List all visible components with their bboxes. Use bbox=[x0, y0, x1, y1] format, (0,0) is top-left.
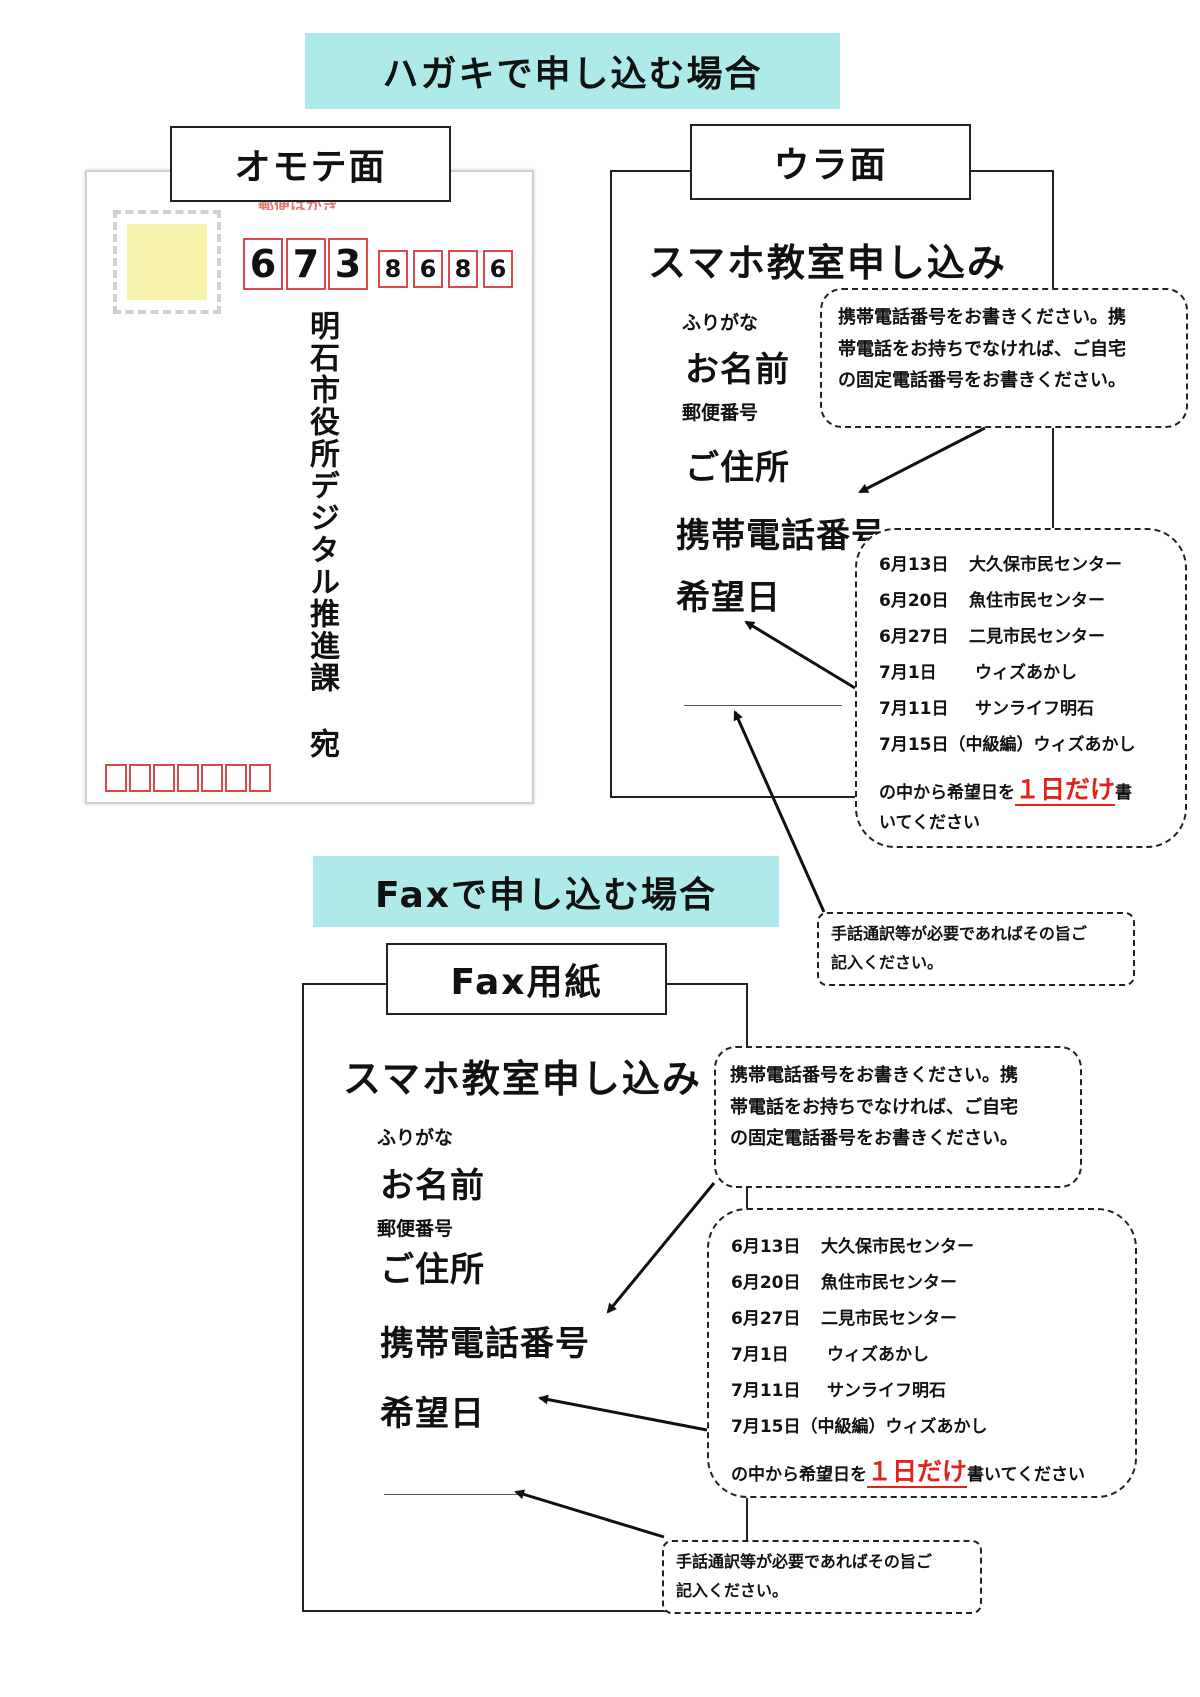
date-row: 7月11日サンライフ明石 bbox=[731, 1380, 946, 1401]
postcard-address: 明石市役所デジタル推進課 bbox=[304, 310, 339, 694]
dates-note-postcard: 6月13日大久保市民センター 6月20日魚住市民センター 6月27日二見市民セン… bbox=[855, 528, 1187, 848]
back-name-label: お名前 bbox=[685, 350, 790, 390]
back-address-label: ご住所 bbox=[685, 448, 790, 488]
sign-note-postcard: 手話通訳等が必要であればその旨ご 記入ください。 bbox=[817, 912, 1135, 986]
date-row: 6月20日魚住市民センター bbox=[731, 1272, 957, 1293]
fax-phone-label: 携帯電話番号 bbox=[380, 1324, 590, 1364]
phone-note-line: 携帯電話番号をお書きください。携 bbox=[838, 307, 1126, 328]
phone-note-line: 帯電話をお持ちでなければ、ご自宅 bbox=[730, 1096, 1018, 1118]
one-day-emphasis: １日だけ bbox=[867, 1457, 968, 1488]
one-day-emphasis: １日だけ bbox=[1015, 775, 1116, 806]
back-sign-line bbox=[684, 705, 842, 706]
zip-digit: 7 bbox=[286, 238, 326, 290]
date-row: 6月27日二見市民センター bbox=[731, 1308, 957, 1329]
arrow-icon bbox=[514, 1489, 665, 1539]
dates-instruction: の中から希望日を１日だけ書 bbox=[879, 775, 1133, 806]
dates-note-fax: 6月13日大久保市民センター 6月20日魚住市民センター 6月27日二見市民セン… bbox=[707, 1208, 1137, 1498]
fax-furigana: ふりがな bbox=[377, 1127, 454, 1149]
arrow-icon bbox=[606, 1182, 716, 1314]
phone-note-postcard: 携帯電話番号をお書きください。携 帯電話をお持ちでなければ、ご自宅 の固定電話番… bbox=[820, 288, 1188, 428]
fax-name-label: お名前 bbox=[380, 1166, 485, 1206]
fax-tab: Fax用紙 bbox=[386, 943, 667, 1015]
stamp-icon bbox=[113, 210, 221, 314]
dates-instruction: の中から希望日を１日だけ書いてください bbox=[731, 1457, 1085, 1488]
phone-note-line: 携帯電話番号をお書きください。携 bbox=[730, 1065, 1018, 1086]
fax-postal-label: 郵便番号 bbox=[377, 1218, 454, 1240]
arrow-icon bbox=[538, 1394, 708, 1432]
phone-note-line: の固定電話番号をお書きください。 bbox=[730, 1128, 1018, 1149]
zip-digit: 6 bbox=[243, 238, 283, 290]
phone-note-line: の固定電話番号をお書きください。 bbox=[838, 370, 1126, 391]
back-form-title: スマホ教室申し込み bbox=[648, 241, 1007, 285]
zip-digit: 3 bbox=[328, 238, 368, 290]
date-row: 6月13日大久保市民センター bbox=[879, 554, 1122, 575]
front-tab: オモテ面 bbox=[170, 126, 451, 202]
zip-digit: 8 bbox=[448, 250, 478, 288]
phone-note-line: 帯電話をお持ちでなければ、ご自宅 bbox=[838, 338, 1126, 360]
dates-instruction-cont: いてください bbox=[879, 813, 980, 833]
back-phone-label: 携帯電話番号 bbox=[676, 516, 886, 556]
date-row: 7月1日ウィズあかし bbox=[879, 662, 1077, 683]
fax-sheet bbox=[302, 983, 748, 1612]
zip-digit: 6 bbox=[413, 250, 443, 288]
fax-sign-line bbox=[384, 1494, 522, 1495]
back-postal-label: 郵便番号 bbox=[682, 402, 759, 424]
date-row: 7月15日（中級編）ウィズあかし bbox=[731, 1416, 988, 1437]
sign-note-fax: 手話通訳等が必要であればその旨ご 記入ください。 bbox=[662, 1540, 982, 1614]
back-furigana: ふりがな bbox=[682, 312, 759, 334]
fax-address-label: ご住所 bbox=[380, 1250, 485, 1290]
phone-note-fax: 携帯電話番号をお書きください。携 帯電話をお持ちでなければ、ご自宅 の固定電話番… bbox=[714, 1046, 1082, 1188]
arrow-icon bbox=[744, 620, 856, 690]
fax-date-label: 希望日 bbox=[380, 1394, 485, 1434]
sender-zip-boxes bbox=[105, 764, 271, 792]
arrow-icon bbox=[733, 710, 826, 913]
date-row: 7月15日（中級編）ウィズあかし bbox=[879, 734, 1136, 755]
arrow-icon bbox=[858, 426, 986, 494]
date-row: 6月20日魚住市民センター bbox=[879, 590, 1105, 611]
date-row: 7月1日ウィズあかし bbox=[731, 1344, 929, 1365]
zip-digit: 6 bbox=[483, 250, 513, 288]
zip-digit: 8 bbox=[378, 250, 408, 288]
back-tab: ウラ面 bbox=[690, 124, 971, 200]
postcard-suffix: 宛 bbox=[304, 728, 339, 760]
fax-banner: Faxで申し込む場合 bbox=[313, 856, 779, 927]
postcard-banner: ハガキで申し込む場合 bbox=[305, 33, 840, 109]
fax-form-title: スマホ教室申し込み bbox=[343, 1057, 702, 1101]
date-row: 6月13日大久保市民センター bbox=[731, 1236, 974, 1257]
date-row: 6月27日二見市民センター bbox=[879, 626, 1105, 647]
back-date-label: 希望日 bbox=[676, 578, 781, 618]
date-row: 7月11日サンライフ明石 bbox=[879, 698, 1094, 719]
